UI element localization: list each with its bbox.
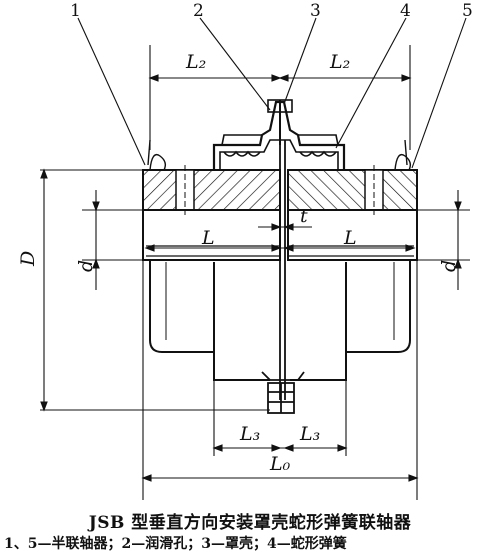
dim-label-L-right: L (343, 227, 357, 249)
grid-spring (223, 150, 337, 157)
dim-label-d-left: d (75, 260, 97, 272)
leader-1 (77, 17, 146, 166)
dim-label-L-left: L (201, 227, 215, 249)
dim-label-L2-left: L₂ (185, 51, 206, 73)
half-coupling-left (142, 165, 281, 215)
half-coupling-right (287, 165, 418, 215)
dim-label-L0: L₀ (269, 453, 291, 475)
dim-label-d-right: d (438, 260, 460, 272)
leader-2 (199, 17, 271, 111)
dim-label-L2-right: L₂ (329, 51, 350, 73)
coupling-drawing: 1 2 3 4 5 L₂ L₂ L L t D d d L₃ L₃ L₀ (17, 1, 473, 500)
figure-title: JSB 型垂直方向安装罩壳蛇形弹簧联轴器 (88, 513, 412, 533)
dim-label-t: t (300, 205, 308, 227)
dim-label-L3-right: L₃ (299, 423, 320, 445)
leader-4 (335, 17, 407, 149)
callout-1: 1 (70, 1, 81, 21)
leader-5 (411, 17, 467, 169)
seal-marks (147, 139, 412, 171)
callout-3: 3 (310, 1, 321, 21)
callout-4: 4 (400, 1, 411, 21)
dim-label-D: D (17, 251, 39, 267)
figure-legend: 1、5—半联轴器；2—润滑孔；3—罩壳；4—蛇形弹簧 (4, 536, 347, 552)
leader-3 (283, 17, 317, 105)
callout-5: 5 (462, 1, 473, 21)
dim-label-L3-left: L₃ (239, 423, 260, 445)
cover-bottom (261, 371, 305, 414)
callout-2: 2 (193, 1, 204, 21)
